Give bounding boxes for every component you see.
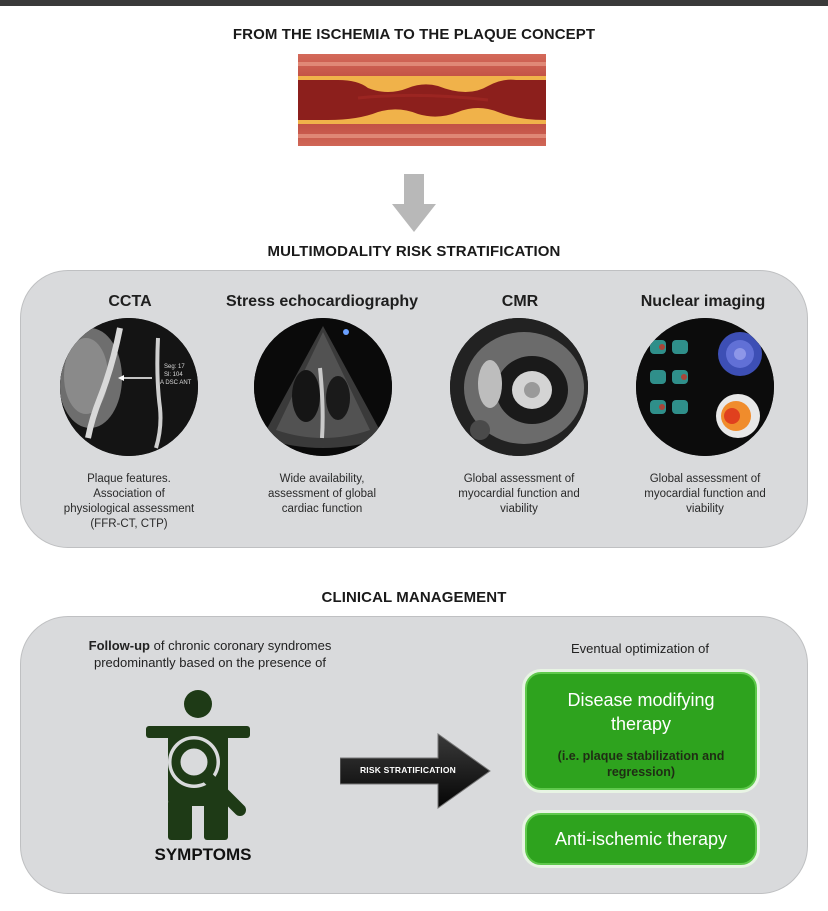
cmr-image [450, 318, 588, 456]
heading-clinical-management: CLINICAL MANAGEMENT [321, 589, 507, 606]
ccta-image: Seg: 17 Sl: 104 A DSC ANT [60, 318, 198, 456]
down-arrow-icon [392, 174, 436, 232]
nuclear-image [636, 318, 774, 456]
modality-title-ccta: CCTA [108, 293, 152, 310]
ccta-overlay-1: Seg: 17 [164, 364, 185, 370]
modality-title-cmr: CMR [501, 293, 539, 310]
top-bar [0, 0, 828, 6]
disease-modifying-therapy-box: Disease modifying therapy (i.e. plaque s… [525, 672, 757, 790]
follow-up-text: Follow-up of chronic coronary syndromes … [88, 638, 332, 670]
modality-desc-nuclear: Global assessment of myocardial function… [644, 473, 766, 515]
modality-title-nuclear: Nuclear imaging [640, 293, 766, 310]
ccta-overlay-2: Sl: 104 [164, 372, 183, 378]
modality-title-stress-echo: Stress echocardiography [225, 293, 419, 310]
symptoms-label: SYMPTOMS [154, 845, 252, 864]
heading-ischemia-plaque: FROM THE ISCHEMIA TO THE PLAQUE CONCEPT [232, 26, 596, 43]
ccta-overlay-3: A DSC ANT [160, 380, 192, 386]
eventual-optimization-text: Eventual optimization of [570, 641, 710, 656]
right-arrow-icon [340, 733, 491, 809]
risk-stratification-label: RISK STRATIFICATION [359, 765, 457, 775]
person-magnifier-icon [146, 690, 250, 840]
modality-desc-stress-echo: Wide availability, assessment of global … [267, 473, 377, 515]
echo-image [254, 318, 392, 456]
heading-risk-stratification: MULTIMODALITY RISK STRATIFICATION [267, 243, 561, 260]
modality-desc-cmr: Global assessment of myocardial function… [458, 473, 580, 515]
artery-plaque-icon [298, 54, 546, 146]
anti-ischemic-therapy-box: Anti-ischemic therapy [525, 813, 757, 865]
modality-desc-ccta: Plaque features. Association of physiolo… [63, 473, 195, 530]
